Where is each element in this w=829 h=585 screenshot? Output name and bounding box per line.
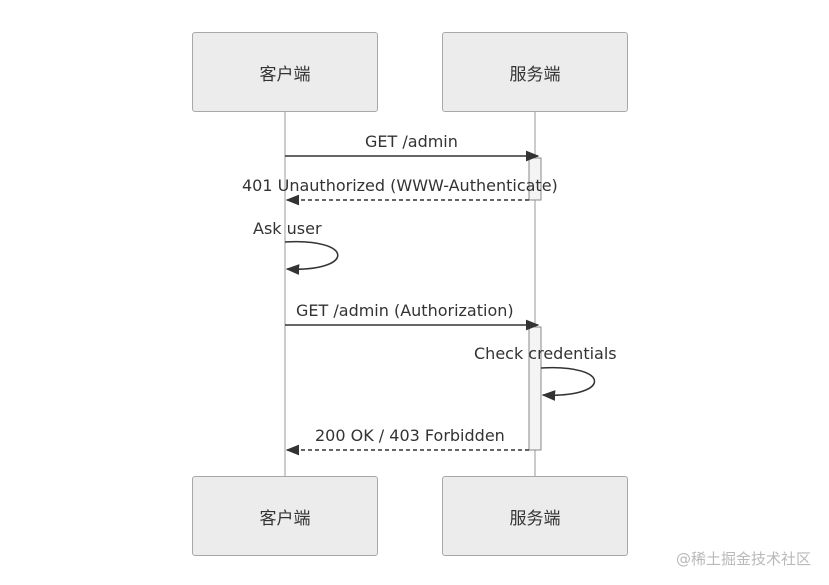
watermark: @稀土掘金技术社区 [675, 550, 811, 568]
message-401-unauthorized: 401 Unauthorized (WWW-Authenticate) [242, 176, 558, 195]
participant-client-top-label: 客户端 [259, 64, 311, 85]
self-loop-check-credentials [540, 366, 596, 401]
participant-client-bottom: 客户端 [192, 476, 378, 556]
participant-server-top: 服务端 [442, 32, 628, 112]
participant-client-bottom-label: 客户端 [259, 508, 311, 529]
participant-client-top: 客户端 [192, 32, 378, 112]
message-check-credentials: Check credentials [474, 344, 617, 363]
self-loop-ask-user [284, 240, 339, 275]
participant-server-bottom: 服务端 [442, 476, 628, 556]
participant-server-bottom-label: 服务端 [509, 508, 561, 529]
participant-server-top-label: 服务端 [509, 64, 561, 85]
message-get-admin-authorization: GET /admin (Authorization) [296, 301, 514, 320]
message-get-admin: GET /admin [365, 132, 458, 151]
message-ask-user: Ask user [253, 219, 322, 238]
message-200-ok-403-forbidden: 200 OK / 403 Forbidden [315, 426, 505, 445]
